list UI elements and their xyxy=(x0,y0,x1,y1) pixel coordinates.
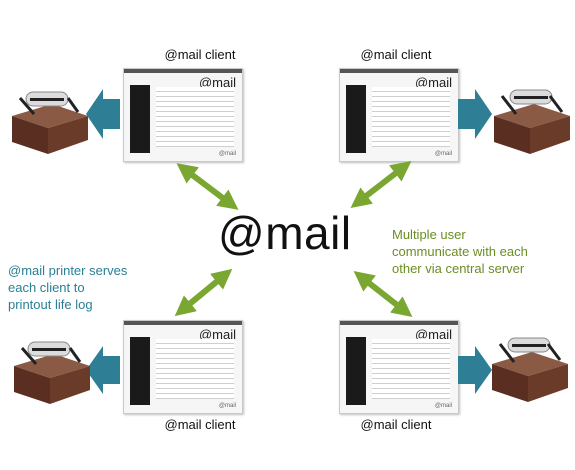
client-label-bottom-right: @mail client xyxy=(360,417,432,432)
screen-logo: @mail xyxy=(198,75,236,90)
client-label-top-left: @mail client xyxy=(164,47,236,62)
multi-user-note: Multiple user communicate with each othe… xyxy=(392,226,572,277)
screen-content-lines xyxy=(372,87,450,147)
screen-logo: @mail xyxy=(414,75,452,90)
print-arrow-icon xyxy=(86,89,120,139)
screen-footer: @mail xyxy=(218,403,236,409)
screen-footer: @mail xyxy=(434,403,452,409)
multi-user-note-line-2: communicate with each xyxy=(392,244,528,259)
multi-user-note-line-1: Multiple user xyxy=(392,227,466,242)
screen-content-lines xyxy=(372,339,450,399)
printer-note-line-2: each client to xyxy=(8,280,85,295)
double-arrow-icon xyxy=(350,161,412,208)
printer-note: @mail printer serves each client to prin… xyxy=(8,262,158,313)
printer-icon xyxy=(14,341,90,404)
printer-note-line-1: @mail printer serves xyxy=(8,263,128,278)
print-arrow-icon xyxy=(86,346,120,394)
print-arrow-icon xyxy=(458,346,492,394)
client-label-top-right: @mail client xyxy=(360,47,432,62)
screen-message-list xyxy=(130,85,150,153)
client-screen-bottom-left: @mail @mail xyxy=(123,320,243,414)
screen-logo: @mail xyxy=(198,327,236,342)
central-server-title: @mail xyxy=(218,207,352,259)
printer-note-line-3: printout life log xyxy=(8,297,93,312)
screen-footer: @mail xyxy=(434,151,452,157)
screen-topbar xyxy=(340,321,458,325)
screen-content-lines xyxy=(156,339,234,399)
double-arrow-icon xyxy=(174,268,233,317)
double-arrow-icon xyxy=(176,163,239,210)
client-screen-top-left: @mail @mail xyxy=(123,68,243,162)
screen-footer: @mail xyxy=(218,151,236,157)
screen-topbar xyxy=(340,69,458,73)
printer-icon xyxy=(492,337,568,402)
screen-topbar xyxy=(124,69,242,73)
screen-topbar xyxy=(124,321,242,325)
client-label-bottom-left: @mail client xyxy=(164,417,236,432)
client-screen-bottom-right: @mail @mail xyxy=(339,320,459,414)
screen-logo: @mail xyxy=(414,327,452,342)
screen-content-lines xyxy=(156,87,234,147)
double-arrow-icon xyxy=(353,270,413,318)
printer-icon xyxy=(12,91,88,154)
screen-message-list xyxy=(346,337,366,405)
screen-message-list xyxy=(346,85,366,153)
multi-user-note-line-3: other via central server xyxy=(392,261,525,276)
print-arrow-icon xyxy=(458,89,492,139)
screen-message-list xyxy=(130,337,150,405)
printer-icon xyxy=(494,89,570,154)
